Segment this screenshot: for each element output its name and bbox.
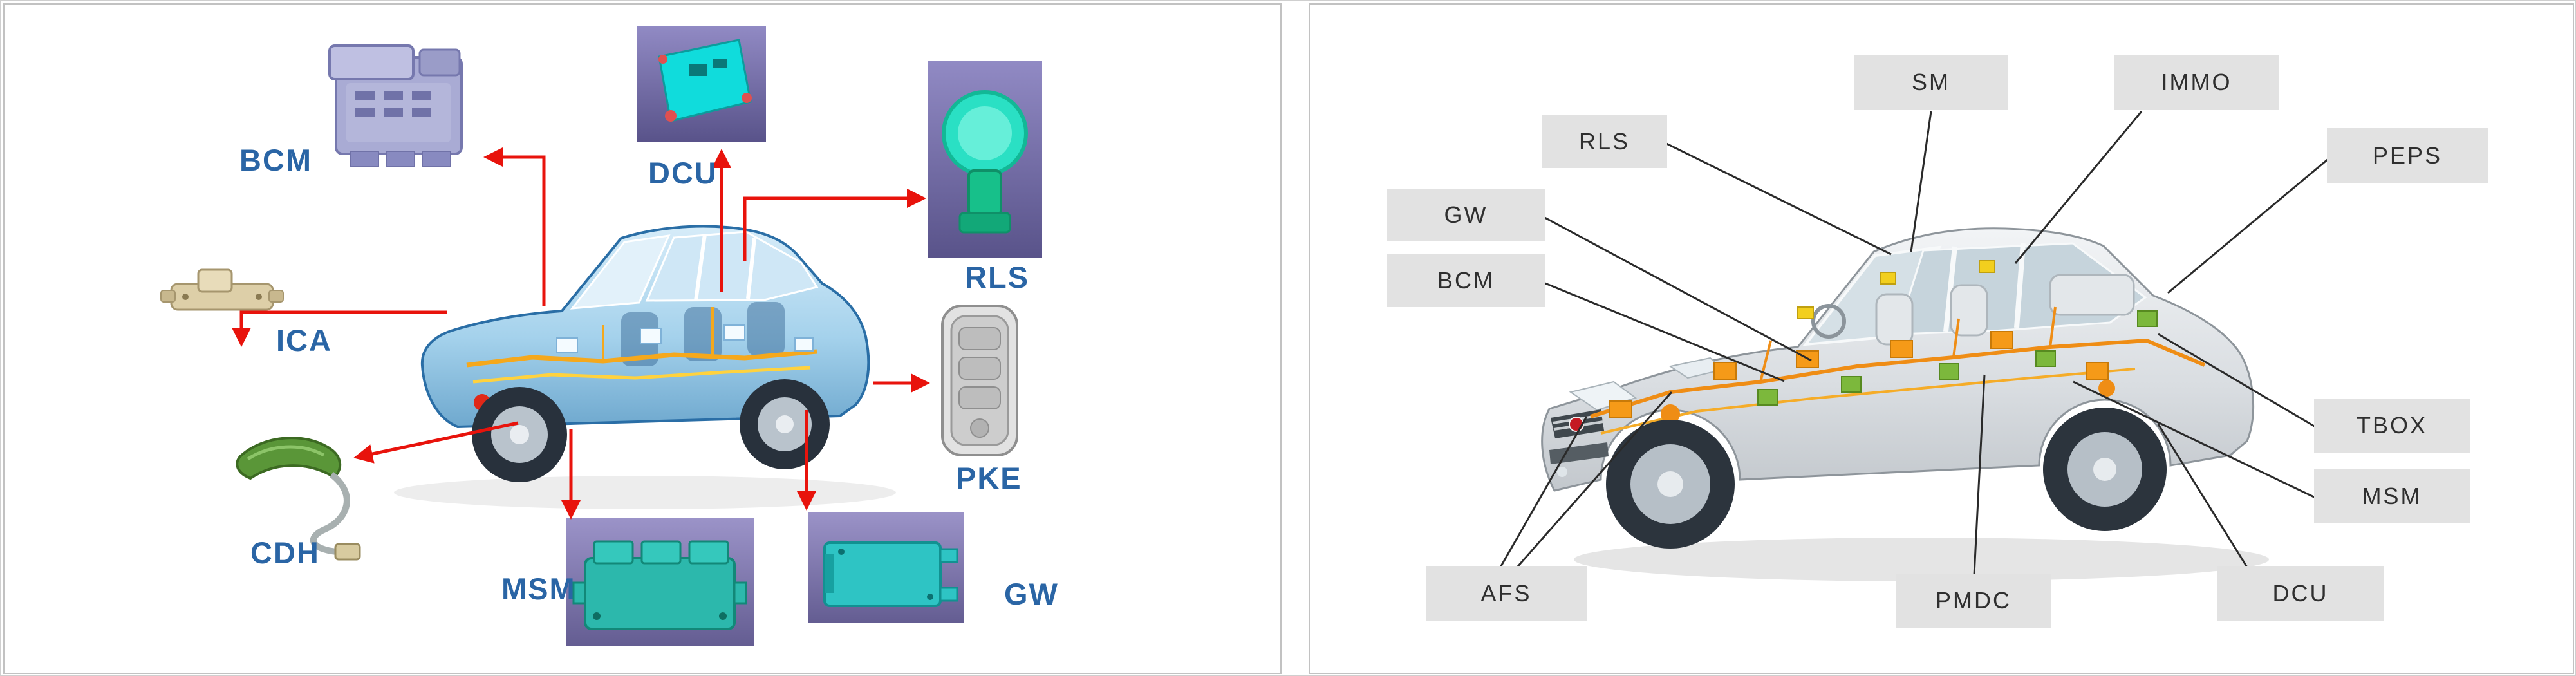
left-label-gw: GW <box>1004 577 1059 611</box>
right-label-peps: PEPS <box>2327 128 2488 183</box>
arrow-to-cdh <box>353 421 519 464</box>
left-arrows <box>232 147 930 520</box>
arrow-to-rls <box>743 189 926 261</box>
right-diagram-panel: SM IMMO RLS PEPS GW BCM TBOX MSM AFS PMD… <box>1309 3 2574 674</box>
ica-antenna-image <box>160 268 284 311</box>
leader-bcm <box>1543 281 1785 382</box>
left-label-pke: PKE <box>956 461 1022 495</box>
bcm-module-image <box>328 44 463 167</box>
left-diagram-art <box>160 26 1042 646</box>
left-label-ica: ICA <box>276 323 332 357</box>
right-label-pmdc: PMDC <box>1896 574 2051 628</box>
gw-module-image <box>808 512 964 623</box>
right-label-tbox: TBOX <box>2314 399 2470 453</box>
leader-tbox <box>2158 333 2316 428</box>
left-diagram-panel: BCM DCU RLS ICA PKE CDH MSM GW <box>3 3 1282 674</box>
right-label-sm: SM <box>1854 55 2008 110</box>
right-car-image <box>1541 227 2255 549</box>
right-label-bcm: BCM <box>1387 254 1545 307</box>
right-diagram-art <box>1499 111 2329 581</box>
right-label-rls: RLS <box>1542 115 1667 168</box>
left-label-bcm: BCM <box>239 143 313 177</box>
left-label-cdh: CDH <box>250 536 320 570</box>
right-leader-lines <box>1499 111 2329 576</box>
left-car-image <box>420 225 870 482</box>
right-car-shadow <box>1574 538 2269 581</box>
left-car-shadow <box>394 476 896 509</box>
arrow-to-ica <box>232 310 447 347</box>
right-label-gw: GW <box>1387 189 1545 241</box>
leader-afs-1 <box>1499 416 1588 568</box>
dcu-module-image <box>637 26 766 142</box>
leader-rls <box>1665 142 1892 256</box>
leader-immo <box>2014 111 2143 264</box>
left-label-dcu: DCU <box>648 156 718 190</box>
leader-gw <box>1543 216 1812 362</box>
left-label-msm: MSM <box>501 572 576 606</box>
leader-msm <box>2073 380 2316 499</box>
rls-sensor-image <box>928 61 1042 258</box>
msm-module-image <box>566 518 754 646</box>
right-label-msm: MSM <box>2314 469 2470 523</box>
leader-sm <box>1910 111 1932 252</box>
leader-peps <box>2167 158 2329 294</box>
arrow-to-bcm <box>483 147 546 306</box>
right-label-dcu: DCU <box>2217 566 2384 621</box>
pke-fob-image <box>941 305 1018 456</box>
right-label-afs: AFS <box>1426 566 1587 621</box>
leader-afs-2 <box>1516 391 1673 568</box>
left-label-rls: RLS <box>965 260 1029 294</box>
cdh-handle-image <box>236 437 361 561</box>
leader-pmdc <box>1973 374 1986 576</box>
right-label-immo: IMMO <box>2114 55 2279 110</box>
leader-dcu <box>2157 424 2248 568</box>
